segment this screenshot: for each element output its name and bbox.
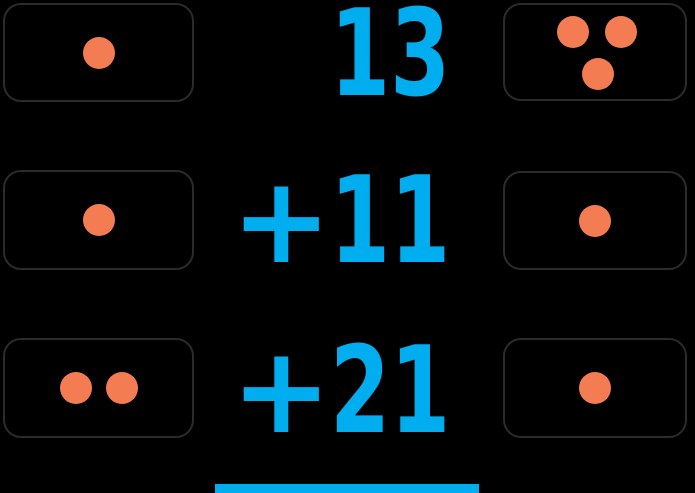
plus-operator: + xyxy=(231,152,332,291)
sum-line xyxy=(215,484,479,493)
equation-row-3: +21 xyxy=(231,332,497,452)
ones-tile-row3 xyxy=(503,338,687,438)
counter-dot xyxy=(59,372,92,404)
counter-dot xyxy=(605,16,637,48)
counter-dot xyxy=(582,58,614,90)
equation-row-1: 13 xyxy=(231,0,497,115)
counter-dot xyxy=(105,372,138,404)
tens-tile-row1 xyxy=(3,3,194,102)
tens-tile-row3 xyxy=(3,338,194,438)
tens-tile-row2 xyxy=(3,170,194,270)
plus-operator: + xyxy=(231,322,332,461)
counter-dot xyxy=(82,36,115,69)
addend-number: 13 xyxy=(330,0,451,124)
counter-dot xyxy=(579,372,611,404)
addend-number: 11 xyxy=(330,152,451,291)
counter-dot xyxy=(82,204,115,236)
counter-dot xyxy=(557,16,589,48)
equation-row-2: +11 xyxy=(231,162,497,282)
addend-number: 21 xyxy=(330,322,451,461)
ones-tile-row1 xyxy=(503,3,687,101)
ones-tile-row2 xyxy=(503,171,687,270)
counter-dot xyxy=(579,204,611,237)
